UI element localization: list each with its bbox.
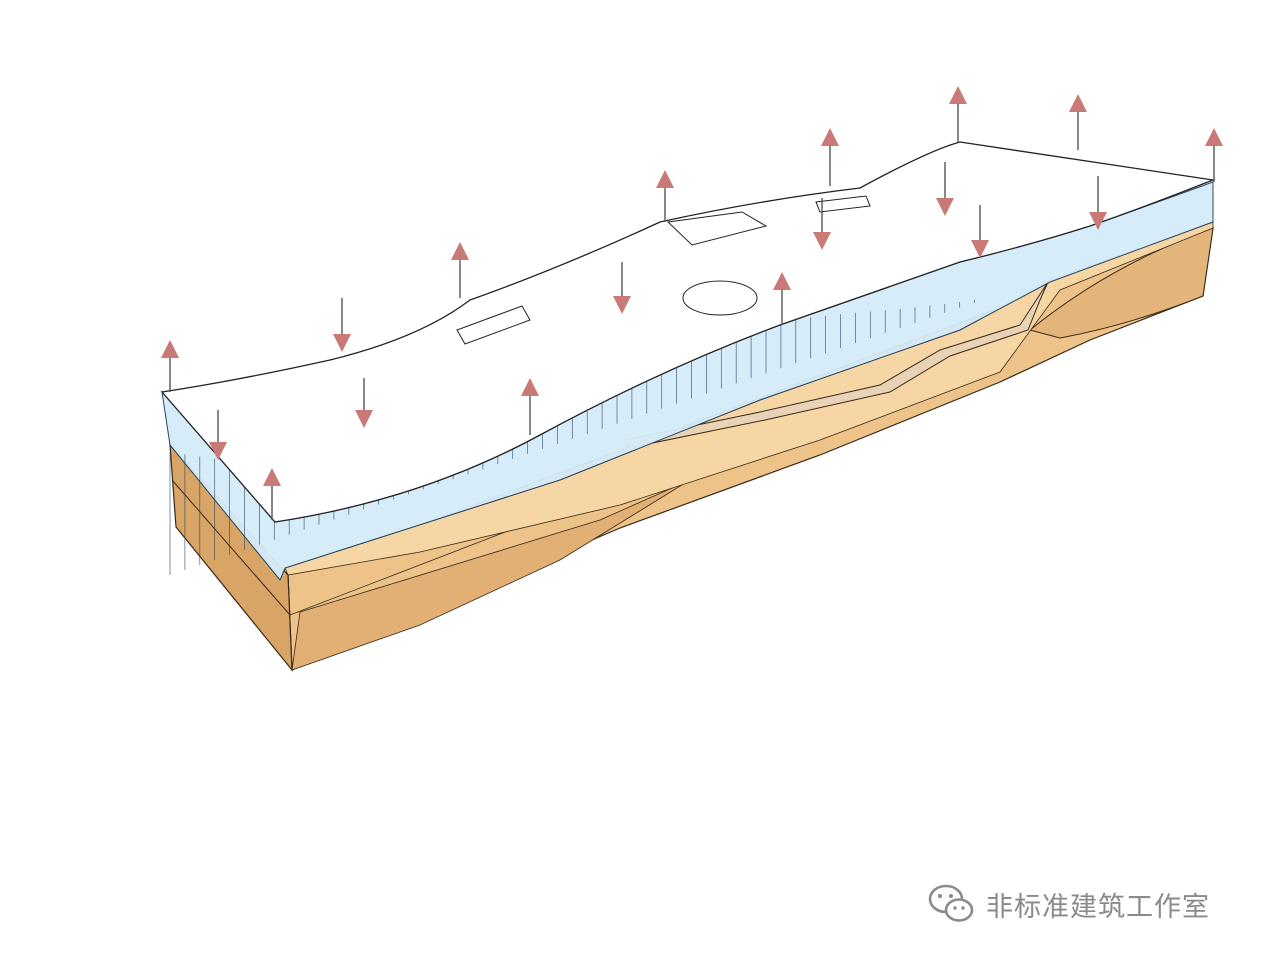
roof-skylight-1 xyxy=(456,305,531,345)
arrow-down-icon xyxy=(613,262,631,314)
base-end-seam xyxy=(171,479,291,616)
roof-slab xyxy=(160,141,1216,523)
arrow-down-icon xyxy=(333,298,351,352)
arrow-up-icon xyxy=(656,170,674,222)
arrow-down-icon xyxy=(1089,176,1107,230)
arrow-down-icon xyxy=(971,205,989,258)
roof-skylight-3 xyxy=(815,195,871,213)
arrow-up-icon xyxy=(451,242,469,298)
arrow-up-icon xyxy=(1069,94,1087,150)
wechat-icon xyxy=(928,884,974,922)
watermark: 非标准建筑工作室 xyxy=(926,882,1210,926)
arrow-up-icon xyxy=(949,86,967,142)
arrow-up-icon xyxy=(263,468,281,520)
arrow-up-icon xyxy=(161,340,179,392)
arrow-up-icon xyxy=(1205,128,1223,182)
deformation-arrows xyxy=(161,86,1223,520)
arrow-down-icon xyxy=(209,410,227,460)
arrow-up-icon xyxy=(821,128,839,186)
arrow-down-icon xyxy=(936,162,954,216)
arrow-down-icon xyxy=(813,198,831,250)
arrow-down-icon xyxy=(355,378,373,428)
roof-skylight-2 xyxy=(666,211,768,246)
roof-oculus xyxy=(682,280,758,316)
arrow-up-icon xyxy=(521,378,539,435)
arrow-up-icon xyxy=(773,272,791,325)
watermark-text: 非标准建筑工作室 xyxy=(986,891,1210,923)
